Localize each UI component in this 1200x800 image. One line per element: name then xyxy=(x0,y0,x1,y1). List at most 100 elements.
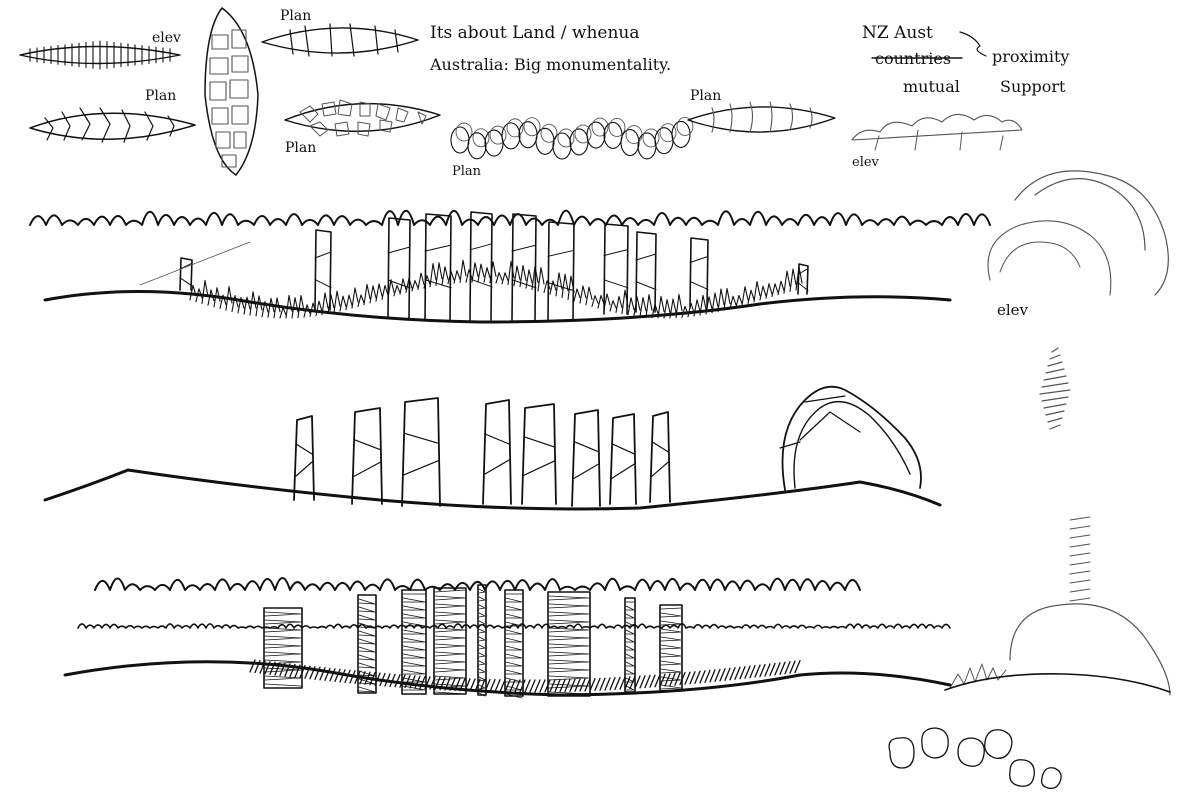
right-hatch-marks xyxy=(1039,347,1091,602)
nz-note-support: Support xyxy=(1000,77,1066,96)
label-plan-3: Plan xyxy=(285,140,316,156)
thumbnail-plan-mosaic xyxy=(284,99,441,137)
post-joint xyxy=(511,244,537,289)
post-outline xyxy=(351,407,383,505)
bottom-right-cluster xyxy=(888,727,1062,790)
section-1-ground-line xyxy=(43,289,952,324)
circle-stroke xyxy=(642,128,660,148)
hatch-stroke xyxy=(1069,588,1091,593)
nz-note-mutual: mutual xyxy=(903,77,960,96)
hatch-stroke xyxy=(1069,525,1091,530)
post-crack xyxy=(295,443,313,477)
column-shading xyxy=(625,601,635,691)
circle-stroke xyxy=(489,125,507,145)
post-outline xyxy=(482,399,512,505)
post-outline xyxy=(314,229,332,311)
circle-stroke xyxy=(455,122,473,142)
post-outline xyxy=(293,415,315,501)
post-outline xyxy=(609,413,637,505)
hatch-stroke xyxy=(1069,570,1091,575)
right-tree-sketch-top xyxy=(987,170,1169,296)
column-shading xyxy=(358,598,376,693)
section-3-ground-line xyxy=(63,660,952,697)
label-plan-4: Plan xyxy=(452,164,482,179)
bracket-curve xyxy=(959,31,987,57)
thumbnail-plan-waves xyxy=(687,101,836,133)
circle-stroke xyxy=(557,128,575,148)
circle-stroke xyxy=(472,128,490,148)
concept-note-land: Its about Land / whenua xyxy=(430,23,640,43)
post-joint xyxy=(797,268,809,292)
hatch-stroke xyxy=(1069,597,1091,602)
post-outline xyxy=(571,409,601,507)
circle-stroke xyxy=(540,123,558,143)
post-outline xyxy=(689,237,709,309)
column-outline xyxy=(477,584,487,696)
post-outline xyxy=(401,397,441,507)
label-elev-2: elev xyxy=(852,155,880,170)
section-3-hedge-line xyxy=(77,623,951,629)
hatch-stroke xyxy=(1047,361,1063,367)
circle-stroke xyxy=(523,117,541,137)
circle-stroke xyxy=(506,118,524,138)
post-joint xyxy=(635,253,657,291)
section-1-treeline xyxy=(29,209,991,226)
section-2-ground-line xyxy=(43,468,942,511)
section-2-posts xyxy=(293,397,671,507)
circle-stroke xyxy=(552,132,572,160)
nz-note-line1: NZ Aust xyxy=(862,23,933,43)
hatch-stroke xyxy=(1047,417,1063,423)
post-joint xyxy=(689,256,709,290)
post-joint xyxy=(547,249,575,292)
right-mound-sketch xyxy=(944,603,1171,696)
post-outline xyxy=(387,217,411,319)
circle-stroke xyxy=(574,124,592,144)
hatch-stroke xyxy=(1041,382,1069,388)
post-outline xyxy=(424,213,452,321)
circle-stroke xyxy=(586,121,606,149)
column-shading xyxy=(264,611,302,687)
post-outline xyxy=(179,257,193,291)
post-crack xyxy=(611,443,635,479)
post-crack xyxy=(484,433,510,475)
post-crack xyxy=(651,441,669,477)
post-outline xyxy=(649,411,671,503)
section-2-shelter xyxy=(779,385,922,491)
post-joint xyxy=(387,246,411,289)
hatch-stroke xyxy=(1045,368,1065,374)
hatch-stroke xyxy=(1069,561,1091,566)
section-3-columns xyxy=(263,584,683,699)
circle-stroke xyxy=(659,123,677,143)
thumbnail-plan-circles xyxy=(450,116,694,160)
post-crack xyxy=(523,436,555,476)
hatch-stroke xyxy=(1069,552,1091,557)
post-outline xyxy=(511,213,537,321)
label-plan-1: Plan xyxy=(145,88,176,104)
thumbnail-vertical-cobble xyxy=(204,7,259,176)
post-crack xyxy=(403,432,439,476)
hatch-stroke xyxy=(1039,389,1071,395)
circle-stroke xyxy=(608,117,626,137)
post-joint xyxy=(603,249,629,289)
hatch-stroke xyxy=(1043,375,1067,381)
post-outline xyxy=(469,211,493,321)
scrub-strokes xyxy=(189,259,803,319)
post-outline xyxy=(635,231,657,313)
post-outline xyxy=(797,263,809,295)
column-outline xyxy=(401,589,427,695)
section-1-posts xyxy=(179,211,809,321)
hatch-stroke xyxy=(1069,579,1091,584)
thumbnail-plan-zigzag xyxy=(29,107,196,143)
post-outline xyxy=(521,403,557,505)
post-joint xyxy=(469,243,493,288)
section-1-scrub xyxy=(189,259,803,319)
hatch-stroke xyxy=(1069,516,1091,521)
thumbnail-elev-stripes xyxy=(19,40,181,70)
column-outline xyxy=(263,607,303,689)
hatch-stroke xyxy=(1069,543,1091,548)
column-outline xyxy=(357,594,377,694)
hatch-stroke xyxy=(1049,354,1061,360)
post-joint xyxy=(314,251,332,289)
hatch-stroke xyxy=(1051,347,1059,353)
